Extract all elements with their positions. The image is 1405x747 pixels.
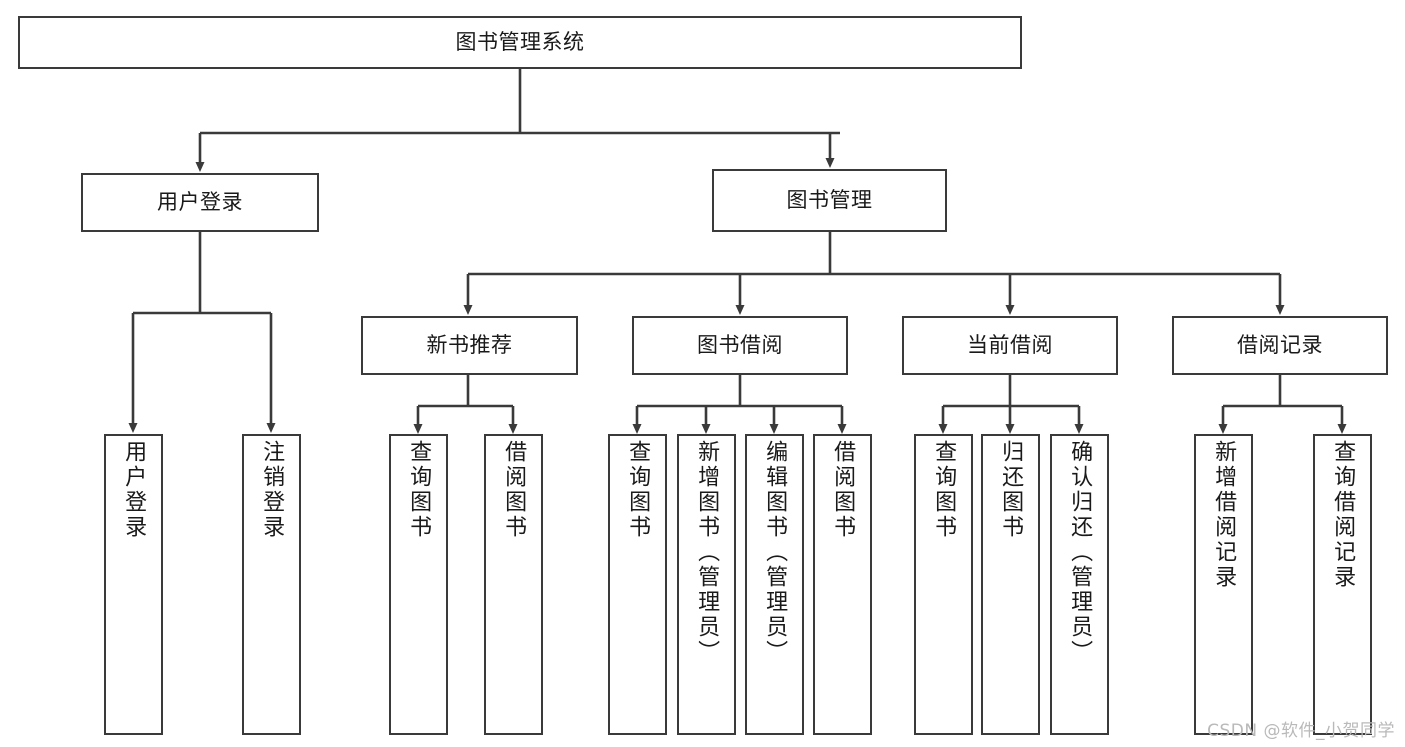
- leaf-confirm-return[interactable]: 确认归还（管理员）: [1050, 434, 1109, 735]
- node-book-borrow-label: 图书借阅: [697, 333, 783, 358]
- leaf-borrow-book-1-label: 借阅图书: [501, 440, 527, 540]
- leaf-user-login-label: 用户登录: [121, 440, 147, 540]
- node-new-book-recommend-label: 新书推荐: [426, 333, 513, 358]
- leaf-logout[interactable]: 注销登录: [242, 434, 301, 735]
- node-borrow-record[interactable]: 借阅记录: [1172, 316, 1388, 375]
- node-book-manage[interactable]: 图书管理: [712, 169, 947, 232]
- leaf-borrow-book-2[interactable]: 借阅图书: [813, 434, 872, 735]
- node-new-book-recommend[interactable]: 新书推荐: [361, 316, 578, 375]
- node-root-label: 图书管理系统: [455, 30, 585, 55]
- leaf-edit-book-label: 编辑图书（管理员）: [762, 440, 788, 665]
- node-root[interactable]: 图书管理系统: [18, 16, 1022, 69]
- leaf-query-book-2-label: 查询图书: [625, 440, 651, 540]
- leaf-user-login[interactable]: 用户登录: [104, 434, 163, 735]
- leaf-query-book-1-label: 查询图书: [406, 440, 432, 540]
- leaf-query-book-1[interactable]: 查询图书: [389, 434, 448, 735]
- leaf-query-book-3-label: 查询图书: [931, 440, 957, 540]
- leaf-add-record-label: 新增借阅记录: [1211, 440, 1237, 590]
- node-current-borrow-label: 当前借阅: [967, 333, 1053, 358]
- leaf-logout-label: 注销登录: [259, 440, 285, 540]
- leaf-edit-book[interactable]: 编辑图书（管理员）: [745, 434, 804, 735]
- leaf-borrow-book-2-label: 借阅图书: [830, 440, 856, 540]
- leaf-confirm-return-label: 确认归还（管理员）: [1067, 440, 1093, 665]
- leaf-return-book-label: 归还图书: [998, 440, 1024, 540]
- leaf-query-book-2[interactable]: 查询图书: [608, 434, 667, 735]
- node-current-borrow[interactable]: 当前借阅: [902, 316, 1118, 375]
- leaf-add-book-label: 新增图书（管理员）: [694, 440, 720, 665]
- leaf-add-book[interactable]: 新增图书（管理员）: [677, 434, 736, 735]
- node-book-borrow[interactable]: 图书借阅: [632, 316, 848, 375]
- leaf-return-book[interactable]: 归还图书: [981, 434, 1040, 735]
- watermark-text: CSDN @软件_小贺同学: [1207, 721, 1395, 741]
- leaf-borrow-book-1[interactable]: 借阅图书: [484, 434, 543, 735]
- node-user-login-label: 用户登录: [157, 190, 243, 215]
- node-borrow-record-label: 借阅记录: [1237, 333, 1323, 358]
- leaf-query-record[interactable]: 查询借阅记录: [1313, 434, 1372, 735]
- node-book-manage-label: 图书管理: [786, 188, 873, 213]
- leaf-add-record[interactable]: 新增借阅记录: [1194, 434, 1253, 735]
- leaf-query-book-3[interactable]: 查询图书: [914, 434, 973, 735]
- node-user-login[interactable]: 用户登录: [81, 173, 319, 232]
- leaf-query-record-label: 查询借阅记录: [1330, 440, 1356, 590]
